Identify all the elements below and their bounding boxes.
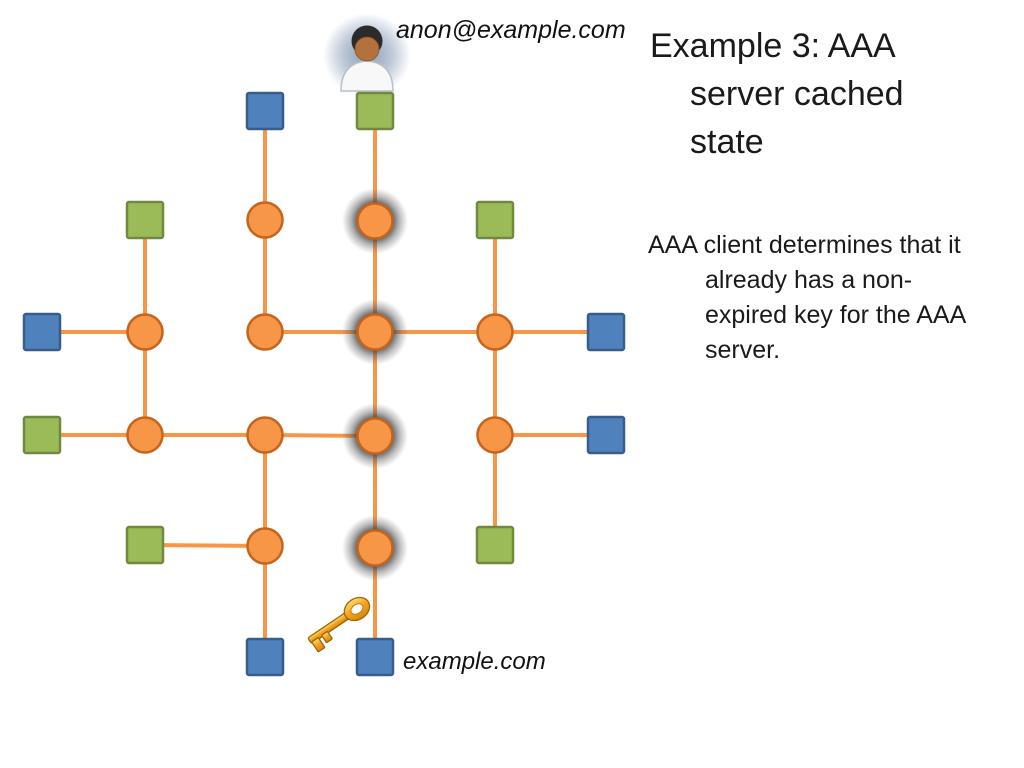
key-icon <box>307 596 371 653</box>
blue-square-node <box>245 91 285 131</box>
title-line: Example 3: AAA <box>650 27 896 65</box>
green-square-node <box>125 525 165 565</box>
router-node <box>246 527 284 565</box>
router-node <box>126 313 164 351</box>
router-node <box>356 202 394 240</box>
green-square-node <box>125 200 165 240</box>
title-line: server cached <box>690 75 904 113</box>
blue-square-node <box>586 415 626 455</box>
router-node <box>246 313 284 351</box>
blue-square-node <box>22 312 62 352</box>
router-node <box>356 417 394 455</box>
router-node <box>356 313 394 351</box>
network-nodes <box>22 91 626 677</box>
slide-body-text: AAA client determines that it already ha… <box>648 228 1008 368</box>
network-link <box>144 543 266 548</box>
body-line: already has a non- <box>705 266 913 294</box>
user-face <box>354 36 380 62</box>
green-square-node <box>475 200 515 240</box>
body-line: expired key for the AAA <box>705 301 967 329</box>
title-line: state <box>690 123 764 161</box>
router-node <box>476 416 514 454</box>
blue-square-node <box>586 312 626 352</box>
router-node <box>246 201 284 239</box>
user-address-label: anon@example.com <box>396 16 626 44</box>
blue-square-node <box>245 637 285 677</box>
router-node <box>126 416 164 454</box>
green-square-node <box>355 91 395 131</box>
router-node <box>246 416 284 454</box>
green-square-node <box>22 415 62 455</box>
blue-square-node <box>355 637 395 677</box>
user-icon <box>323 13 411 97</box>
network-links <box>42 111 606 657</box>
router-node <box>356 529 394 567</box>
green-square-node <box>475 525 515 565</box>
server-address-label: example.com <box>403 648 546 675</box>
router-node <box>476 313 514 351</box>
body-line: server. <box>705 336 781 364</box>
slide-title: Example 3: AAA server cached state <box>650 22 980 166</box>
body-line: AAA client determines that it <box>648 231 961 259</box>
